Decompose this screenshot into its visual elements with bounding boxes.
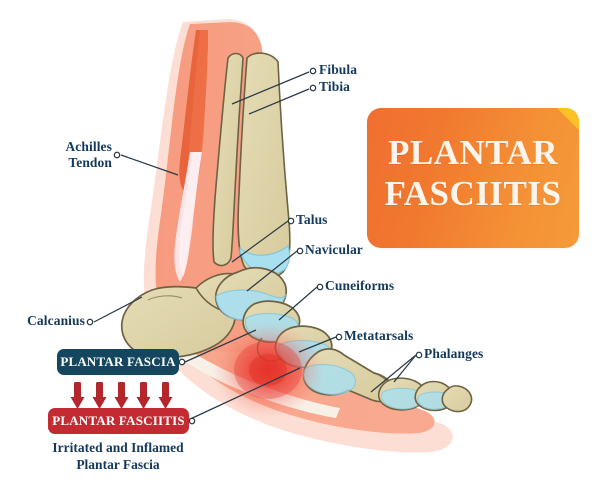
leader-lines [93, 71, 417, 422]
label-fibula: Fibula [319, 62, 358, 77]
label-achilles-line2: Tendon [68, 154, 112, 170]
leg-bones [212, 52, 291, 279]
label-metatarsals: Metatarsals [344, 328, 414, 343]
label-calcanius: Calcanius [27, 313, 85, 328]
label-talus: Talus [296, 212, 328, 227]
plantar-fascia-chip: PLANTAR FASCIA [57, 349, 179, 375]
banner-title-line1: PLANTAR [387, 133, 559, 172]
caption-line1: Irritated and Inflamed [52, 440, 184, 455]
calf-muscle [179, 30, 208, 196]
label-achilles-line1: Achilles [65, 139, 112, 154]
phalange-bones [377, 377, 473, 413]
caption-line2: Plantar Fascia [76, 456, 160, 472]
achilles-tendon [174, 152, 202, 282]
label-phalanges: Phalanges [424, 346, 484, 361]
plantar-fascia-band [144, 322, 340, 418]
label-tibia: Tibia [319, 79, 351, 94]
label-cuneiforms: Cuneiforms [325, 278, 395, 293]
banner-title-line2: FASCIITIS [384, 174, 562, 214]
plantar-fasciitis-chip: PLANTAR FASCIITIS [48, 408, 189, 434]
inflammation-glow [212, 322, 324, 418]
leader-dots [86, 67, 423, 425]
pressure-arrows [70, 382, 173, 409]
label-navicular: Navicular [305, 242, 363, 257]
